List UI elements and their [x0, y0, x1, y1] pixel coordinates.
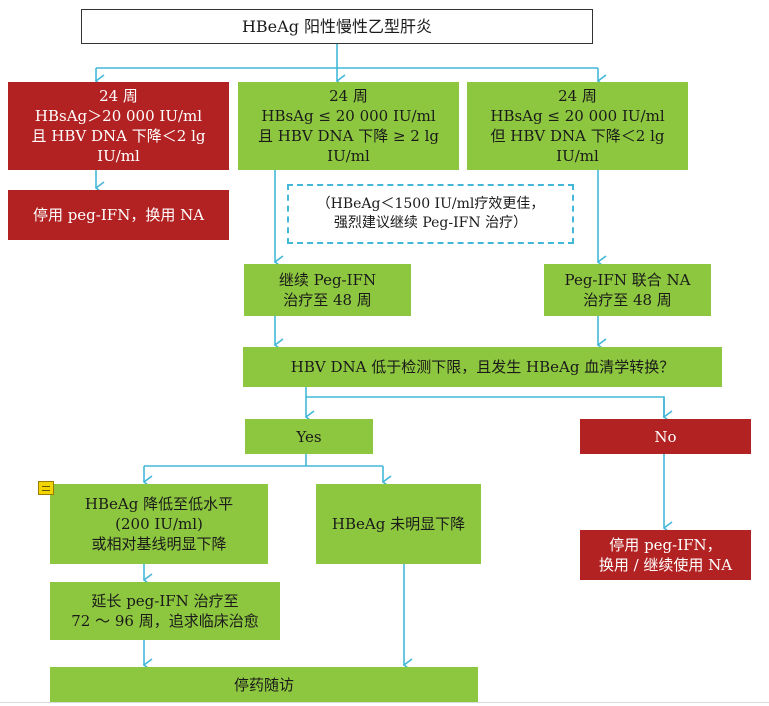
condition-line: 且 HBV DNA 下降 ≥ 2 lg [257, 127, 440, 145]
condition-line: HBsAg ≤ 20 000 IU/ml [261, 107, 436, 125]
box-text: 停用 peg-IFN， [609, 536, 722, 554]
box-text: 延长 peg-IFN 治疗至 [91, 592, 239, 610]
continue-peg-box: 继续 Peg-IFN 治疗至 48 周 [244, 264, 411, 316]
question-box: HBV DNA 低于检测下限，且发生 HBeAg 血清学转换？ [243, 347, 722, 387]
stop-switch-na-box: 停用 peg-IFN，换用 NA [8, 190, 229, 240]
question-text: HBV DNA 低于检测下限，且发生 HBeAg 血清学转换？ [290, 358, 675, 376]
condition-line: IU/ml [556, 147, 599, 165]
condition-line: 且 HBV DNA 下降＜2 lg [31, 127, 206, 145]
combine-na-box: Peg-IFN 联合 NA 治疗至 48 周 [544, 264, 711, 316]
box-text: HBeAg 未明显下降 [331, 515, 466, 533]
stop-followup-box: 停药随访 [50, 667, 478, 702]
note-line: 强烈建议继续 Peg-IFN 治疗） [333, 215, 528, 231]
hbeag-drop-box: HBeAg 降低至低水平 (200 IU/ml) 或相对基线明显下降 [50, 484, 268, 564]
condition-line: IU/ml [97, 147, 140, 165]
box-text: 换用 / 继续使用 NA [598, 556, 733, 574]
box-text: 治疗至 48 周 [283, 291, 372, 309]
condition-line: 24 周 [558, 87, 597, 105]
box-text: 72 ～ 96 周，追求临床治愈 [71, 612, 259, 630]
title-box: HBeAg 阳性慢性乙型肝炎 [81, 9, 593, 44]
connector-yes-branch [144, 454, 383, 467]
stop-switch-continue-na-box: 停用 peg-IFN， 换用 / 继续使用 NA [580, 530, 751, 580]
box-text: HBeAg 降低至低水平 [84, 495, 234, 513]
box-text: 继续 Peg-IFN [278, 271, 377, 289]
condition-line: HBsAg ≤ 20 000 IU/ml [490, 107, 665, 125]
box-text: Yes [296, 427, 322, 446]
box-text: No [654, 427, 677, 446]
box-text: (200 IU/ml) [115, 515, 203, 533]
comment-icon[interactable] [38, 481, 54, 495]
yes-box: Yes [245, 419, 373, 454]
title-text: HBeAg 阳性慢性乙型肝炎 [241, 16, 433, 36]
extend-peg-box: 延长 peg-IFN 治疗至 72 ～ 96 周，追求临床治愈 [50, 582, 280, 640]
middle-condition-box: 24 周 HBsAg ≤ 20 000 IU/ml 且 HBV DNA 下降 ≥… [238, 82, 459, 170]
right-condition-box: 24 周 HBsAg ≤ 20 000 IU/ml 但 HBV DNA 下降＜2… [467, 82, 688, 170]
box-text: 停药随访 [233, 675, 294, 694]
box-text: 或相对基线明显下降 [91, 535, 227, 553]
box-text: Peg-IFN 联合 NA [564, 271, 691, 289]
left-condition-box: 24 周 HBsAg＞20 000 IU/ml 且 HBV DNA 下降＜2 l… [8, 82, 229, 170]
note-box: （HBeAg＜1500 IU/ml疗效更佳， 强烈建议继续 Peg-IFN 治疗… [287, 184, 574, 244]
condition-line: 24 周 [99, 87, 138, 105]
condition-line: 24 周 [329, 87, 368, 105]
hbeag-no-drop-box: HBeAg 未明显下降 [316, 484, 481, 564]
condition-line: IU/ml [327, 147, 370, 165]
no-box: No [580, 419, 751, 454]
note-line: （HBeAg＜1500 IU/ml疗效更佳， [316, 196, 545, 212]
connector-question-branch [305, 387, 665, 418]
condition-line: 但 HBV DNA 下降＜2 lg [490, 127, 665, 145]
page-bottom-rule [0, 702, 769, 703]
box-text: 治疗至 48 周 [583, 291, 672, 309]
box-text: 停用 peg-IFN，换用 NA [32, 206, 205, 224]
condition-line: HBsAg＞20 000 IU/ml [34, 107, 203, 125]
